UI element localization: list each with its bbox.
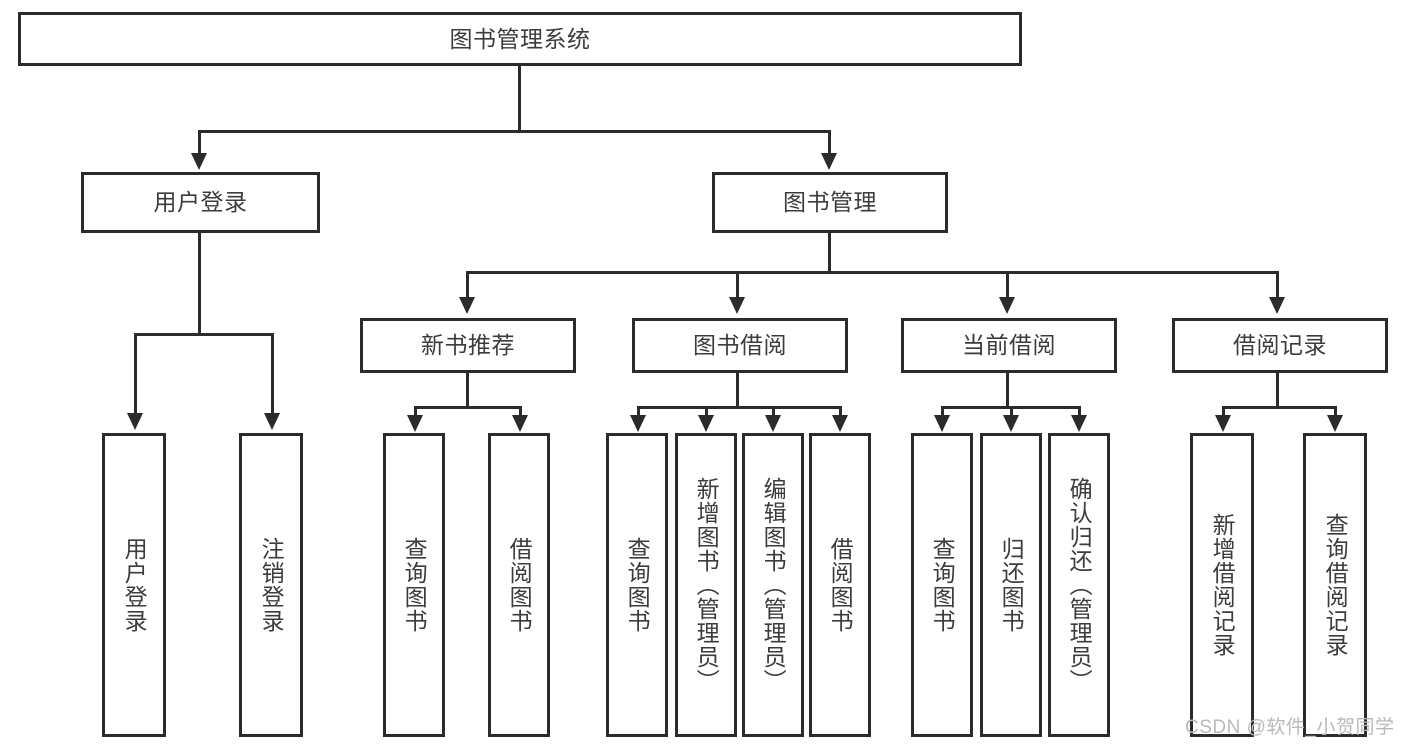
leaf-book-borrow-2[interactable]: 编辑图书（管理员）: [742, 433, 804, 737]
edge-bm-to-borrow-record: [1276, 271, 1279, 299]
leaf-book-borrow-0[interactable]: 查询图书: [606, 433, 668, 737]
leaf-label: 查询图书: [624, 537, 651, 633]
arrow-cb-to-leaf-1: [1003, 415, 1019, 432]
node-label: 用户登录: [153, 189, 248, 216]
edge-nbr-stem: [466, 373, 469, 406]
arrow-bm-to-current-borrow: [999, 297, 1015, 314]
arrow-bb-to-leaf-0: [630, 415, 646, 432]
edge-nbr-to-leaf-1: [519, 406, 522, 418]
arrow-bb-to-leaf-1: [698, 415, 714, 432]
edge-root-to-book-management: [828, 130, 831, 155]
node-borrow-record[interactable]: 借阅记录: [1172, 318, 1388, 373]
arrow-nbr-to-leaf-1: [512, 415, 528, 432]
leaf-label: 编辑图书（管理员）: [760, 477, 787, 693]
node-current-borrow[interactable]: 当前借阅: [901, 318, 1117, 373]
leaf-label: 查询图书: [929, 537, 956, 633]
edge-cb-to-leaf-2: [1078, 406, 1081, 418]
edge-user-login-stem: [198, 233, 201, 333]
edge-user-login-to-leaf-1: [271, 333, 274, 415]
leaf-user-login-0[interactable]: 用户登录: [102, 433, 166, 737]
leaf-label: 查询图书: [401, 537, 428, 633]
edge-bb-to-leaf-2: [772, 406, 775, 418]
node-book-borrow[interactable]: 图书借阅: [632, 318, 848, 373]
edge-cb-to-leaf-0: [941, 406, 944, 418]
node-user-login[interactable]: 用户登录: [81, 172, 320, 233]
leaf-new-book-recommend-0[interactable]: 查询图书: [383, 433, 445, 737]
edge-br-to-leaf-1: [1334, 406, 1337, 418]
edge-book-management-stem: [828, 233, 831, 271]
node-label: 借阅记录: [1233, 332, 1327, 359]
edge-bm-to-new-book: [466, 271, 469, 299]
leaf-borrow-record-0[interactable]: 新增借阅记录: [1190, 433, 1254, 737]
edge-bb-to-leaf-0: [637, 406, 640, 418]
leaf-user-login-1[interactable]: 注销登录: [239, 433, 303, 737]
edge-br-to-leaf-0: [1222, 406, 1225, 418]
watermark-text: CSDN @软件_小贺同学: [1185, 717, 1395, 738]
leaf-label: 新增图书（管理员）: [693, 477, 720, 693]
arrow-bm-to-book-borrow: [729, 297, 745, 314]
node-label: 图书管理: [783, 189, 877, 216]
edge-nbr-to-leaf-0: [414, 406, 417, 418]
leaf-label: 注销登录: [258, 537, 285, 633]
arrow-root-to-book-management: [821, 153, 837, 170]
edge-bb-stem: [736, 373, 739, 406]
arrow-bb-to-leaf-3: [832, 415, 848, 432]
arrow-user-login-to-leaf-0: [127, 413, 143, 430]
arrow-root-to-user-login: [191, 153, 207, 170]
leaf-label: 用户登录: [121, 537, 148, 633]
node-label: 图书管理系统: [449, 25, 591, 52]
leaf-borrow-record-1[interactable]: 查询借阅记录: [1303, 433, 1367, 737]
leaf-label: 借阅图书: [827, 537, 854, 633]
leaf-new-book-recommend-1[interactable]: 借阅图书: [488, 433, 550, 737]
edge-br-bus: [1222, 406, 1337, 409]
arrow-br-to-leaf-1: [1327, 415, 1343, 432]
edge-book-management-bus: [466, 271, 1278, 274]
arrow-cb-to-leaf-2: [1071, 415, 1087, 432]
edge-bm-to-current-borrow: [1006, 271, 1009, 299]
leaf-label: 归还图书: [998, 537, 1025, 633]
arrow-cb-to-leaf-0: [934, 415, 950, 432]
leaf-book-borrow-1[interactable]: 新增图书（管理员）: [675, 433, 737, 737]
node-label: 当前借阅: [962, 332, 1056, 359]
edge-root-to-user-login: [198, 130, 201, 155]
node-root-book-management-system[interactable]: 图书管理系统: [18, 12, 1022, 66]
arrow-nbr-to-leaf-0: [407, 415, 423, 432]
node-label: 新书推荐: [421, 332, 515, 359]
leaf-current-borrow-0[interactable]: 查询图书: [911, 433, 973, 737]
leaf-label: 新增借阅记录: [1209, 513, 1236, 657]
edge-root-bus: [198, 130, 831, 133]
node-new-book-recommend[interactable]: 新书推荐: [360, 318, 576, 373]
edge-user-login-to-leaf-0: [134, 333, 137, 415]
arrow-user-login-to-leaf-1: [264, 413, 280, 430]
node-label: 图书借阅: [693, 332, 787, 359]
arrow-bb-to-leaf-2: [765, 415, 781, 432]
edge-root-stem: [518, 66, 521, 130]
leaf-label: 确认归还（管理员）: [1066, 477, 1093, 693]
edge-bb-to-leaf-3: [839, 406, 842, 418]
leaf-current-borrow-2[interactable]: 确认归还（管理员）: [1048, 433, 1110, 737]
node-book-management[interactable]: 图书管理: [712, 172, 948, 233]
edge-bb-bus: [637, 406, 841, 409]
leaf-book-borrow-3[interactable]: 借阅图书: [809, 433, 871, 737]
leaf-label: 查询借阅记录: [1322, 513, 1349, 657]
leaf-current-borrow-1[interactable]: 归还图书: [980, 433, 1042, 737]
arrow-bm-to-borrow-record: [1269, 297, 1285, 314]
arrow-br-to-leaf-0: [1215, 415, 1231, 432]
edge-bm-to-book-borrow: [736, 271, 739, 299]
leaf-label: 借阅图书: [506, 537, 533, 633]
edge-bb-to-leaf-1: [705, 406, 708, 418]
edge-cb-to-leaf-1: [1010, 406, 1013, 418]
edge-br-stem: [1276, 373, 1279, 406]
arrow-bm-to-new-book: [459, 297, 475, 314]
edge-cb-stem: [1006, 373, 1009, 406]
edge-nbr-bus: [414, 406, 522, 409]
edge-user-login-bus: [134, 333, 274, 336]
